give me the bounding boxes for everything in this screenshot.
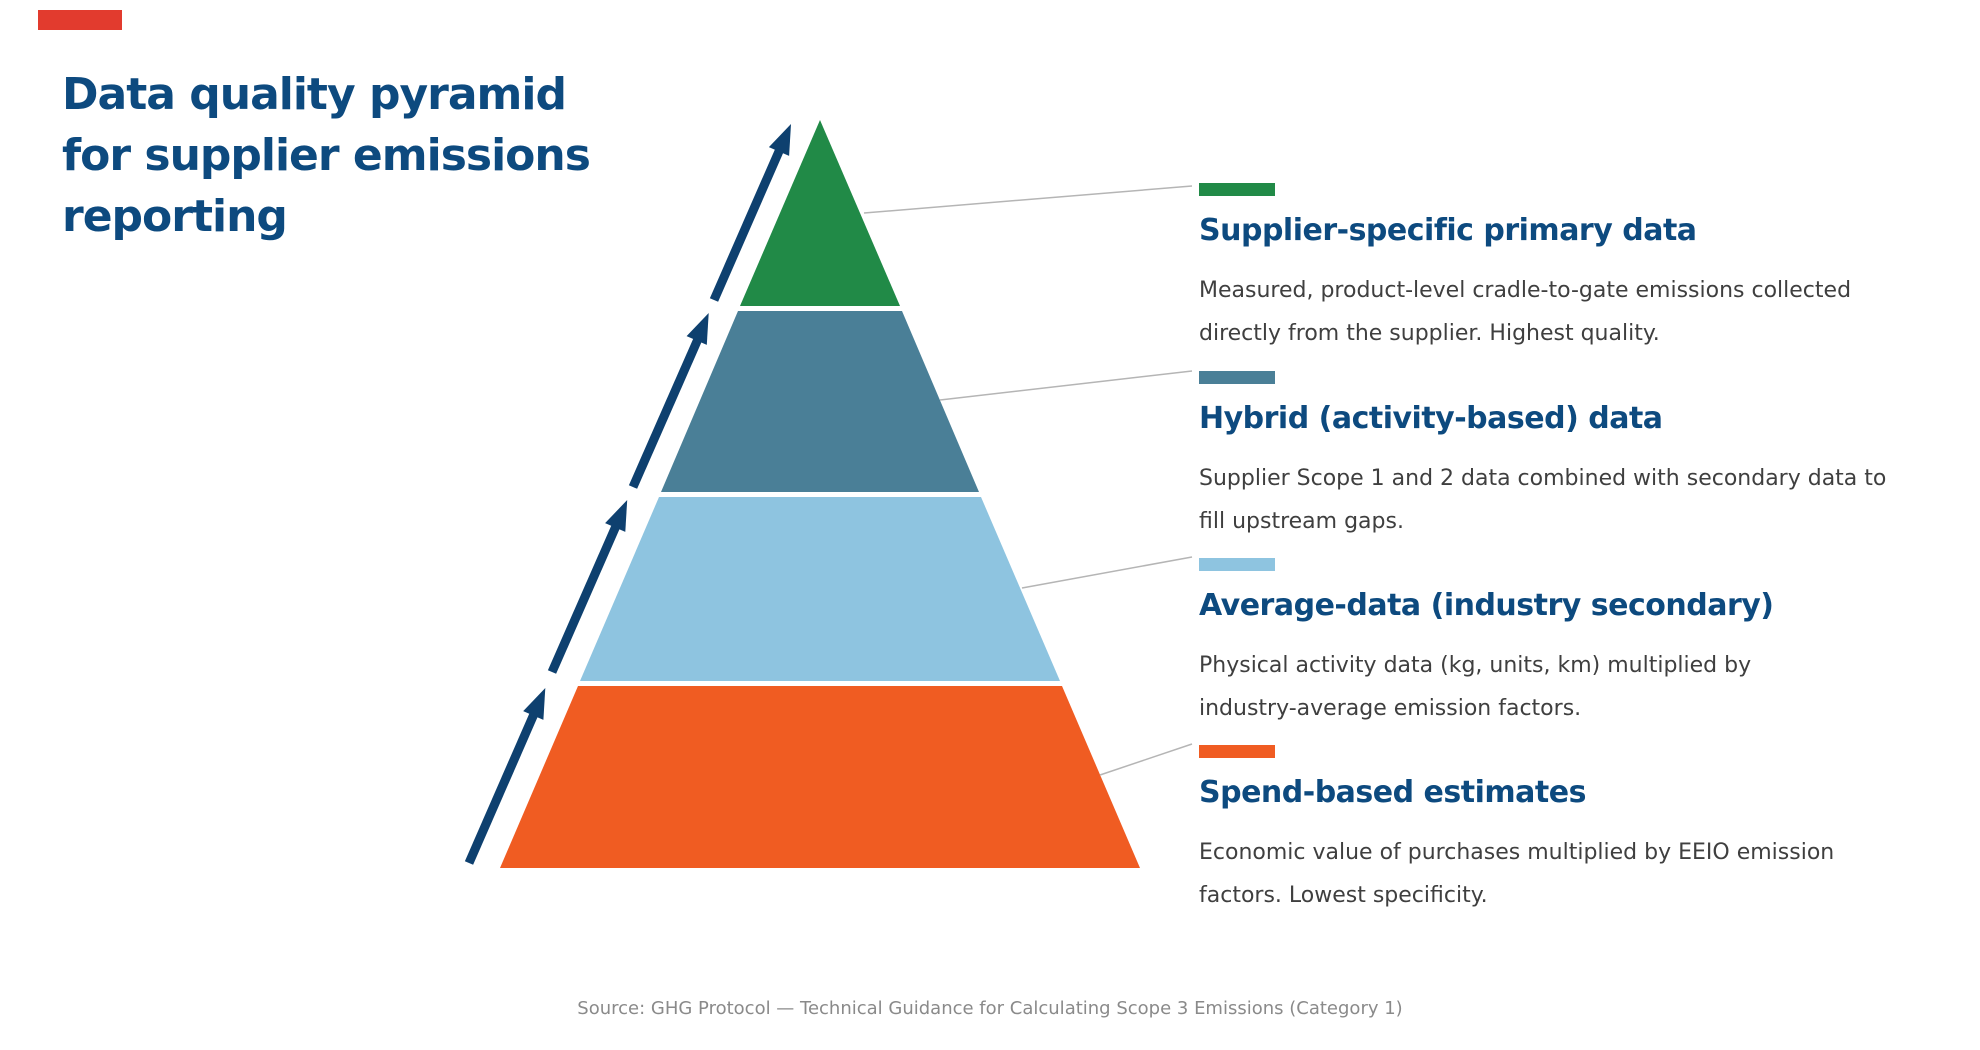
arrow-head [768, 124, 791, 156]
connector-line-primary [863, 185, 1193, 214]
arrow-shaft-segment [709, 147, 785, 302]
level-swatch [1199, 558, 1275, 571]
accent-bar [38, 10, 122, 30]
connector-line-hybrid [939, 370, 1193, 401]
page-title: Data quality pyramid for supplier emissi… [62, 69, 591, 242]
arrow-shaft-segment [464, 712, 539, 865]
arrow-shaft-segment [628, 337, 703, 489]
arrow-shaft-segment [547, 524, 621, 674]
arrow-head [523, 688, 546, 720]
connector-line-average [1021, 556, 1193, 589]
arrow-head [686, 313, 709, 345]
level-block-hybrid: Hybrid (activity-based) data Supplier Sc… [1199, 371, 1919, 543]
level-title: Average-data (industry secondary) [1199, 588, 1774, 623]
level-description: Supplier Scope 1 and 2 data combined wit… [1199, 466, 1887, 534]
pyramid-layer-hybrid-data [661, 311, 979, 492]
pyramid-layer-primary-data [740, 120, 900, 306]
level-block-spend: Spend-based estimates Economic value of … [1199, 745, 1919, 917]
level-title: Hybrid (activity-based) data [1199, 401, 1663, 436]
source-note: Source: GHG Protocol — Technical Guidanc… [577, 998, 1403, 1019]
pyramid-layer-spend-based [500, 686, 1140, 868]
level-description: Measured, product-level cradle-to-gate e… [1199, 278, 1852, 346]
level-description: Economic value of purchases multiplied b… [1199, 840, 1835, 908]
level-block-primary: Supplier-specific primary data Measured,… [1199, 183, 1919, 355]
arrow-head [605, 500, 628, 532]
level-block-average: Average-data (industry secondary) Physic… [1199, 558, 1919, 730]
data-quality-arrow [464, 124, 791, 865]
level-title: Supplier-specific primary data [1199, 213, 1697, 248]
level-swatch [1199, 183, 1275, 196]
pyramid-layer-average-data [580, 497, 1060, 681]
connector-line-spend [1099, 743, 1193, 776]
level-swatch [1199, 745, 1275, 758]
level-swatch [1199, 371, 1275, 384]
level-title: Spend-based estimates [1199, 775, 1586, 810]
level-description: Physical activity data (kg, units, km) m… [1199, 653, 1752, 721]
